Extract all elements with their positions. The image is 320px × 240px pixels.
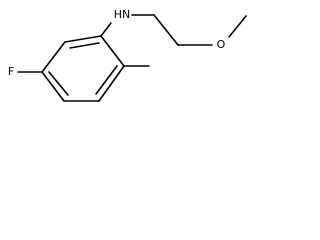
amine-atom-label: HN [114,8,131,21]
aromatic-inner-bond [48,71,69,96]
structure-diagram: F HN O [8,8,247,102]
oxygen-atom-label: O [217,38,226,51]
ring-bond [41,41,66,73]
aromatic-inner-bond [95,65,118,95]
ethyl-bond [153,14,179,46]
c-n-bond [100,22,112,37]
ring-bond [100,35,125,67]
ring-bond [64,35,102,43]
ring-bond [41,71,65,102]
o-methyl-bond [228,15,247,38]
benzene-ring [41,35,125,102]
ring-bond [98,65,125,102]
fluorine-atom-label: F [8,65,14,78]
aromatic-inner-bond [69,42,100,49]
